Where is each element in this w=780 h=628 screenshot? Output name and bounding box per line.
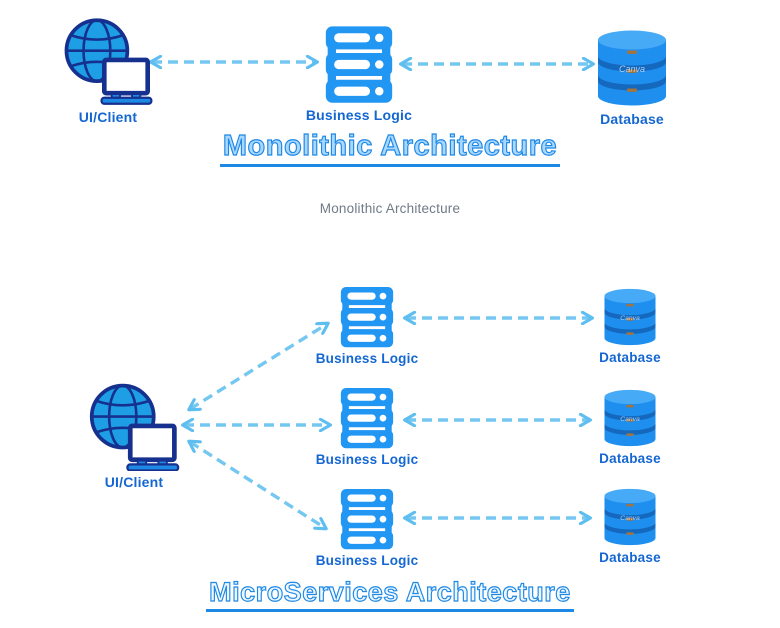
micro-business-logic-label-2: Business Logic	[315, 452, 419, 467]
watermark-text: Canva	[619, 64, 645, 74]
database-icon: Canva	[604, 488, 656, 546]
microservices-title-text: MicroServices Architecture	[206, 577, 574, 612]
arrow-micro-client-logic-1	[190, 324, 327, 409]
database-icon: Canva	[604, 389, 656, 447]
micro-database-label-3: Database	[599, 550, 661, 565]
mono-client-label: UI/Client	[78, 109, 138, 125]
micro-business-logic-node-2: Business Logic	[312, 388, 422, 467]
mono-database-label: Database	[600, 111, 664, 127]
micro-database-node-2: Canva Database	[585, 388, 675, 466]
mono-business-logic-label: Business Logic	[305, 107, 413, 123]
micro-database-node-1: Canva Database	[585, 287, 675, 365]
monolithic-title: Monolithic Architecture	[0, 130, 780, 167]
arrow-micro-client-logic-3	[190, 442, 325, 528]
watermark-text: Canva	[620, 515, 640, 522]
server-icon	[340, 388, 394, 449]
server-icon	[340, 287, 394, 348]
watermark-text: Canva	[620, 315, 640, 322]
monolithic-title-text: Monolithic Architecture	[219, 130, 561, 167]
mono-database-node: Canva Database	[582, 28, 682, 127]
mono-business-logic-node: Business Logic	[305, 26, 413, 123]
server-icon	[325, 26, 393, 103]
micro-business-logic-label-1: Business Logic	[315, 351, 419, 366]
server-icon	[340, 489, 394, 550]
micro-database-label-2: Database	[599, 451, 661, 466]
micro-business-logic-label-3: Business Logic	[315, 553, 419, 568]
micro-business-logic-node-3: Business Logic	[312, 489, 422, 568]
mono-client-node: UI/Client	[56, 12, 160, 125]
microservices-title: MicroServices Architecture	[0, 577, 780, 612]
micro-database-label-1: Database	[599, 350, 661, 365]
globe-laptop-icon	[89, 383, 180, 471]
globe-laptop-icon	[64, 18, 153, 105]
micro-client-node: UI/Client	[78, 379, 190, 490]
database-icon: Canva	[604, 288, 656, 346]
watermark-text: Canva	[620, 416, 640, 423]
monolithic-caption: Monolithic Architecture	[319, 201, 461, 216]
micro-client-label: UI/Client	[104, 474, 164, 490]
micro-business-logic-node-1: Business Logic	[312, 287, 422, 366]
database-icon: Canva	[598, 30, 666, 106]
micro-database-node-3: Canva Database	[585, 487, 675, 565]
